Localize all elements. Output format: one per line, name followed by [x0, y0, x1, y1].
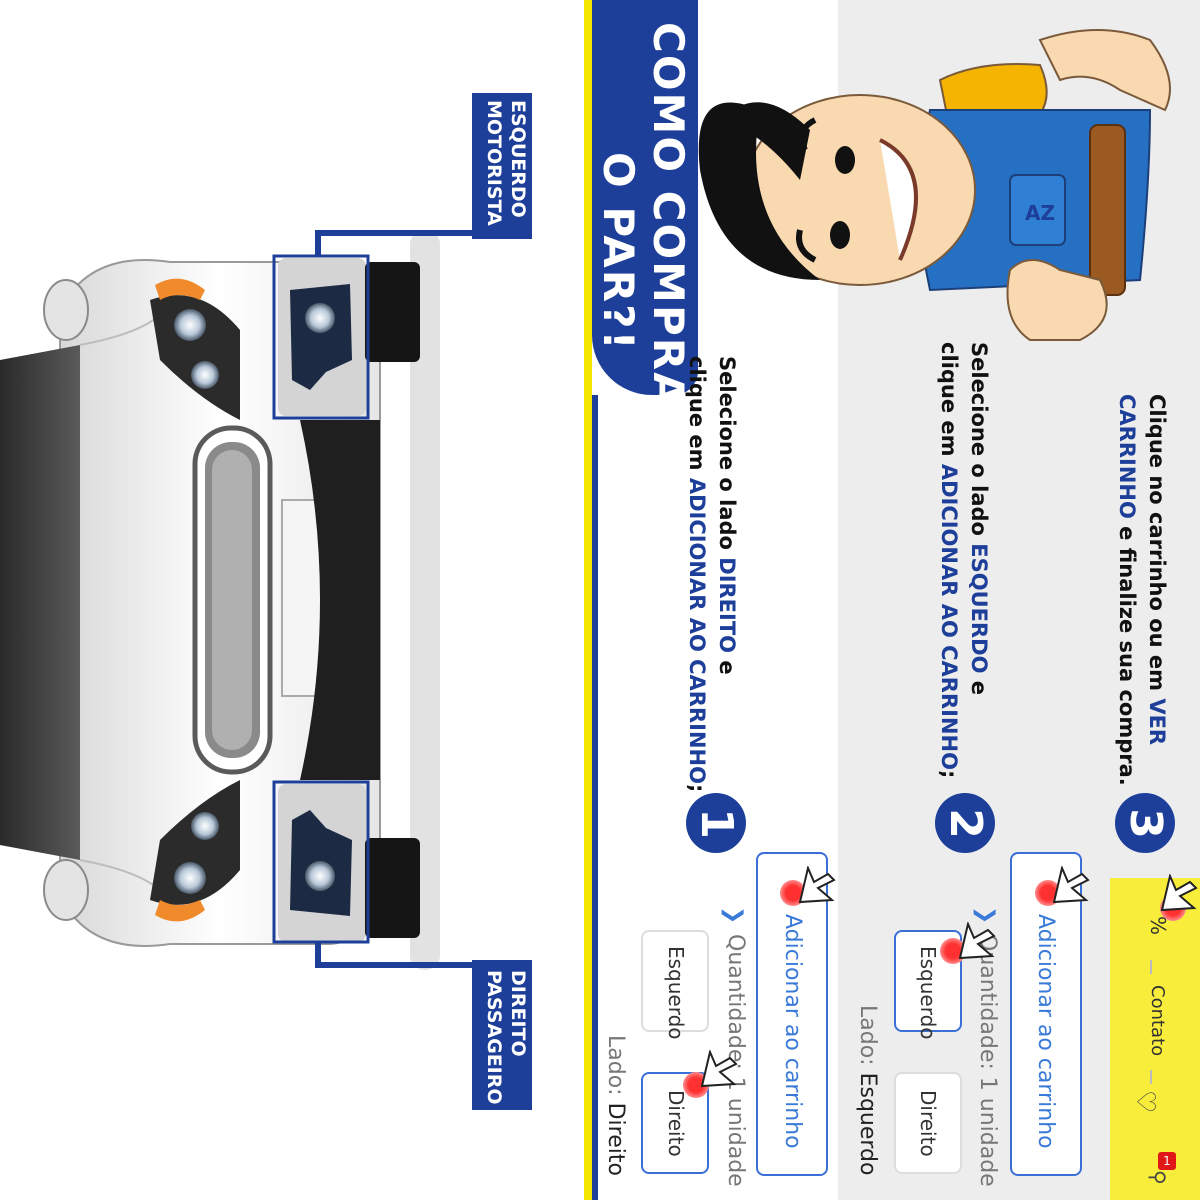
heart-icon[interactable]: ♡: [1130, 1090, 1160, 1114]
callout-left-box: [472, 93, 532, 239]
panel-1-esquerdo-option[interactable]: [641, 930, 709, 1032]
panel-1-add-to-cart-label: Adicionar ao carrinho: [780, 914, 805, 1149]
panel-1-add-to-cart-button[interactable]: [756, 852, 828, 1176]
step-1-number: 1: [686, 793, 746, 853]
callout-left-text: ESQUERDO MOTORISTA: [482, 100, 530, 226]
callout-right-text: DIREITO PASSAGEIRO: [482, 970, 530, 1105]
user-icon[interactable]: ⚲: [1146, 1170, 1170, 1185]
cart-count-badge: 1: [1158, 1152, 1176, 1170]
bar-divider-1: [1150, 1070, 1152, 1084]
step-2-text: Selecione o lado ESQUERDO e clique em AD…: [937, 342, 991, 779]
bar-divider-2: [1150, 960, 1152, 974]
mascot-illustration: AZ: [698, 29, 1171, 341]
title-banner: [592, 0, 698, 395]
cursor-arrow-icon: [700, 1050, 738, 1088]
contact-link[interactable]: Contato: [1147, 985, 1168, 1057]
step-1-text: Selecione o lado DIREITO e clique em ADI…: [685, 356, 739, 793]
callout-left-line1: ESQUERDO: [507, 100, 529, 218]
panel-1-direito-label: Direito: [664, 1090, 688, 1157]
cursor-arrow-icon: [798, 866, 836, 904]
step-2-number: 2: [935, 793, 995, 853]
cursor-arrow-icon: [1160, 874, 1198, 912]
panel-2-add-to-cart-label: Adicionar ao carrinho: [1033, 914, 1058, 1149]
car-front-illustration: [0, 230, 472, 970]
panel-2-esquerdo-label: Esquerdo: [916, 946, 940, 1040]
panel-1-lado: Lado: Direito: [603, 1035, 628, 1176]
panel-2-add-to-cart-button[interactable]: [1010, 852, 1082, 1176]
panel-2-quantidade[interactable]: Quantidade: 1 unidade: [975, 934, 1000, 1187]
callout-right-line2: PASSAGEIRO: [483, 970, 505, 1105]
page-title: COMO COMPRAR O PAR?!: [593, 22, 693, 441]
callout-right-line1: DIREITO: [507, 970, 529, 1057]
panel-2-lado: Lado: Esquerdo: [855, 1005, 880, 1176]
panel-1-chevron-icon[interactable]: ❯: [721, 906, 746, 925]
svg-text:AZ: AZ: [1025, 201, 1055, 225]
panel-2-direito-option[interactable]: [894, 1072, 962, 1174]
cursor-arrow-icon: [1052, 866, 1090, 904]
panel-1-esquerdo-label: Esquerdo: [664, 946, 688, 1040]
title-line2: O PAR?!: [594, 152, 643, 352]
step-3-text: Clique no carrinho ou em VER CARRINHO e …: [1115, 394, 1169, 786]
blue-divider: [592, 395, 598, 1200]
yellow-divider: [584, 0, 592, 1200]
cursor-arrow-icon: [958, 922, 996, 960]
callout-right-box: [472, 960, 532, 1110]
callout-left-line2: MOTORISTA: [483, 100, 505, 226]
bottom-action-bar: [1110, 878, 1200, 1200]
step-3-number: 3: [1115, 793, 1175, 853]
panel-2-direito-label: Direito: [916, 1090, 940, 1157]
